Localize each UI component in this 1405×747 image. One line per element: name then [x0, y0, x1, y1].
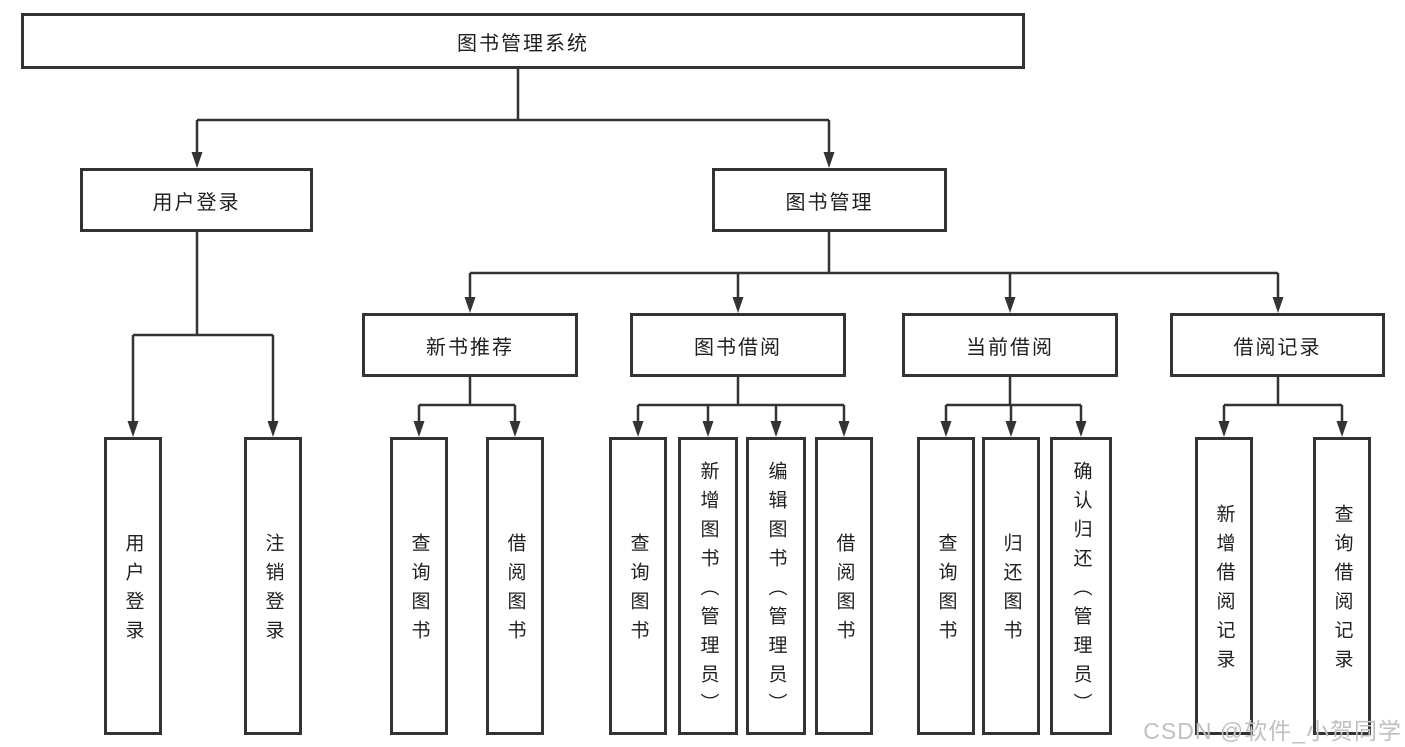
leaf-query-books-borrowing-label: 查询图书 [627, 533, 649, 649]
leaf-borrow-books-label: 借阅图书 [833, 533, 855, 649]
leaf-query-books-recommend: 查询图书 [390, 437, 448, 735]
leaf-add-borrow-record: 新增借阅记录 [1195, 437, 1253, 735]
leaf-borrow-books-recommend: 借阅图书 [486, 437, 544, 735]
node-current-borrowing-label: 当前借阅 [966, 336, 1054, 359]
leaf-add-book-admin: 新增图书（管理员） [678, 437, 738, 735]
csdn-watermark: CSDN @软件_小贺同学 [1143, 718, 1402, 744]
leaf-logout: 注销登录 [244, 437, 302, 735]
leaf-user-login: 用户登录 [104, 437, 162, 735]
leaf-add-borrow-record-label: 新增借阅记录 [1213, 504, 1235, 678]
leaf-query-borrow-record-label: 查询借阅记录 [1331, 504, 1353, 678]
node-book-management: 图书管理 [712, 168, 947, 232]
arrowheads [127, 152, 1348, 437]
leaf-return-book: 归还图书 [982, 437, 1040, 735]
leaf-borrow-books: 借阅图书 [815, 437, 873, 735]
leaf-query-books-recommend-label: 查询图书 [408, 533, 430, 649]
node-root: 图书管理系统 [21, 13, 1025, 69]
leaf-borrow-books-recommend-label: 借阅图书 [504, 533, 526, 649]
node-book-borrowing: 图书借阅 [630, 313, 846, 377]
node-book-borrowing-label: 图书借阅 [694, 336, 782, 359]
leaf-add-book-admin-label: 新增图书（管理员） [697, 460, 719, 722]
leaf-query-books-current: 查询图书 [917, 437, 975, 735]
node-borrow-records-label: 借阅记录 [1233, 336, 1322, 359]
leaf-query-books-current-label: 查询图书 [935, 533, 957, 649]
node-borrow-records: 借阅记录 [1170, 313, 1385, 377]
leaf-confirm-return-admin-label: 确认归还（管理员） [1070, 460, 1092, 722]
leaf-return-book-label: 归还图书 [1000, 533, 1022, 649]
node-new-book-recommend-label: 新书推荐 [426, 336, 514, 359]
node-new-book-recommend: 新书推荐 [362, 313, 578, 377]
leaf-edit-book-admin-label: 编辑图书（管理员） [765, 460, 787, 722]
leaf-query-books-borrowing: 查询图书 [609, 437, 667, 735]
node-user-login: 用户登录 [80, 168, 313, 232]
leaf-confirm-return-admin: 确认归还（管理员） [1050, 437, 1112, 735]
node-user-login-label: 用户登录 [152, 191, 241, 214]
node-current-borrowing: 当前借阅 [902, 313, 1118, 377]
leaf-user-login-label: 用户登录 [122, 533, 144, 649]
leaf-edit-book-admin: 编辑图书（管理员） [746, 437, 806, 735]
leaf-logout-label: 注销登录 [262, 533, 284, 649]
node-book-management-label: 图书管理 [785, 191, 874, 214]
leaf-query-borrow-record: 查询借阅记录 [1313, 437, 1371, 735]
node-root-label: 图书管理系统 [457, 32, 589, 55]
